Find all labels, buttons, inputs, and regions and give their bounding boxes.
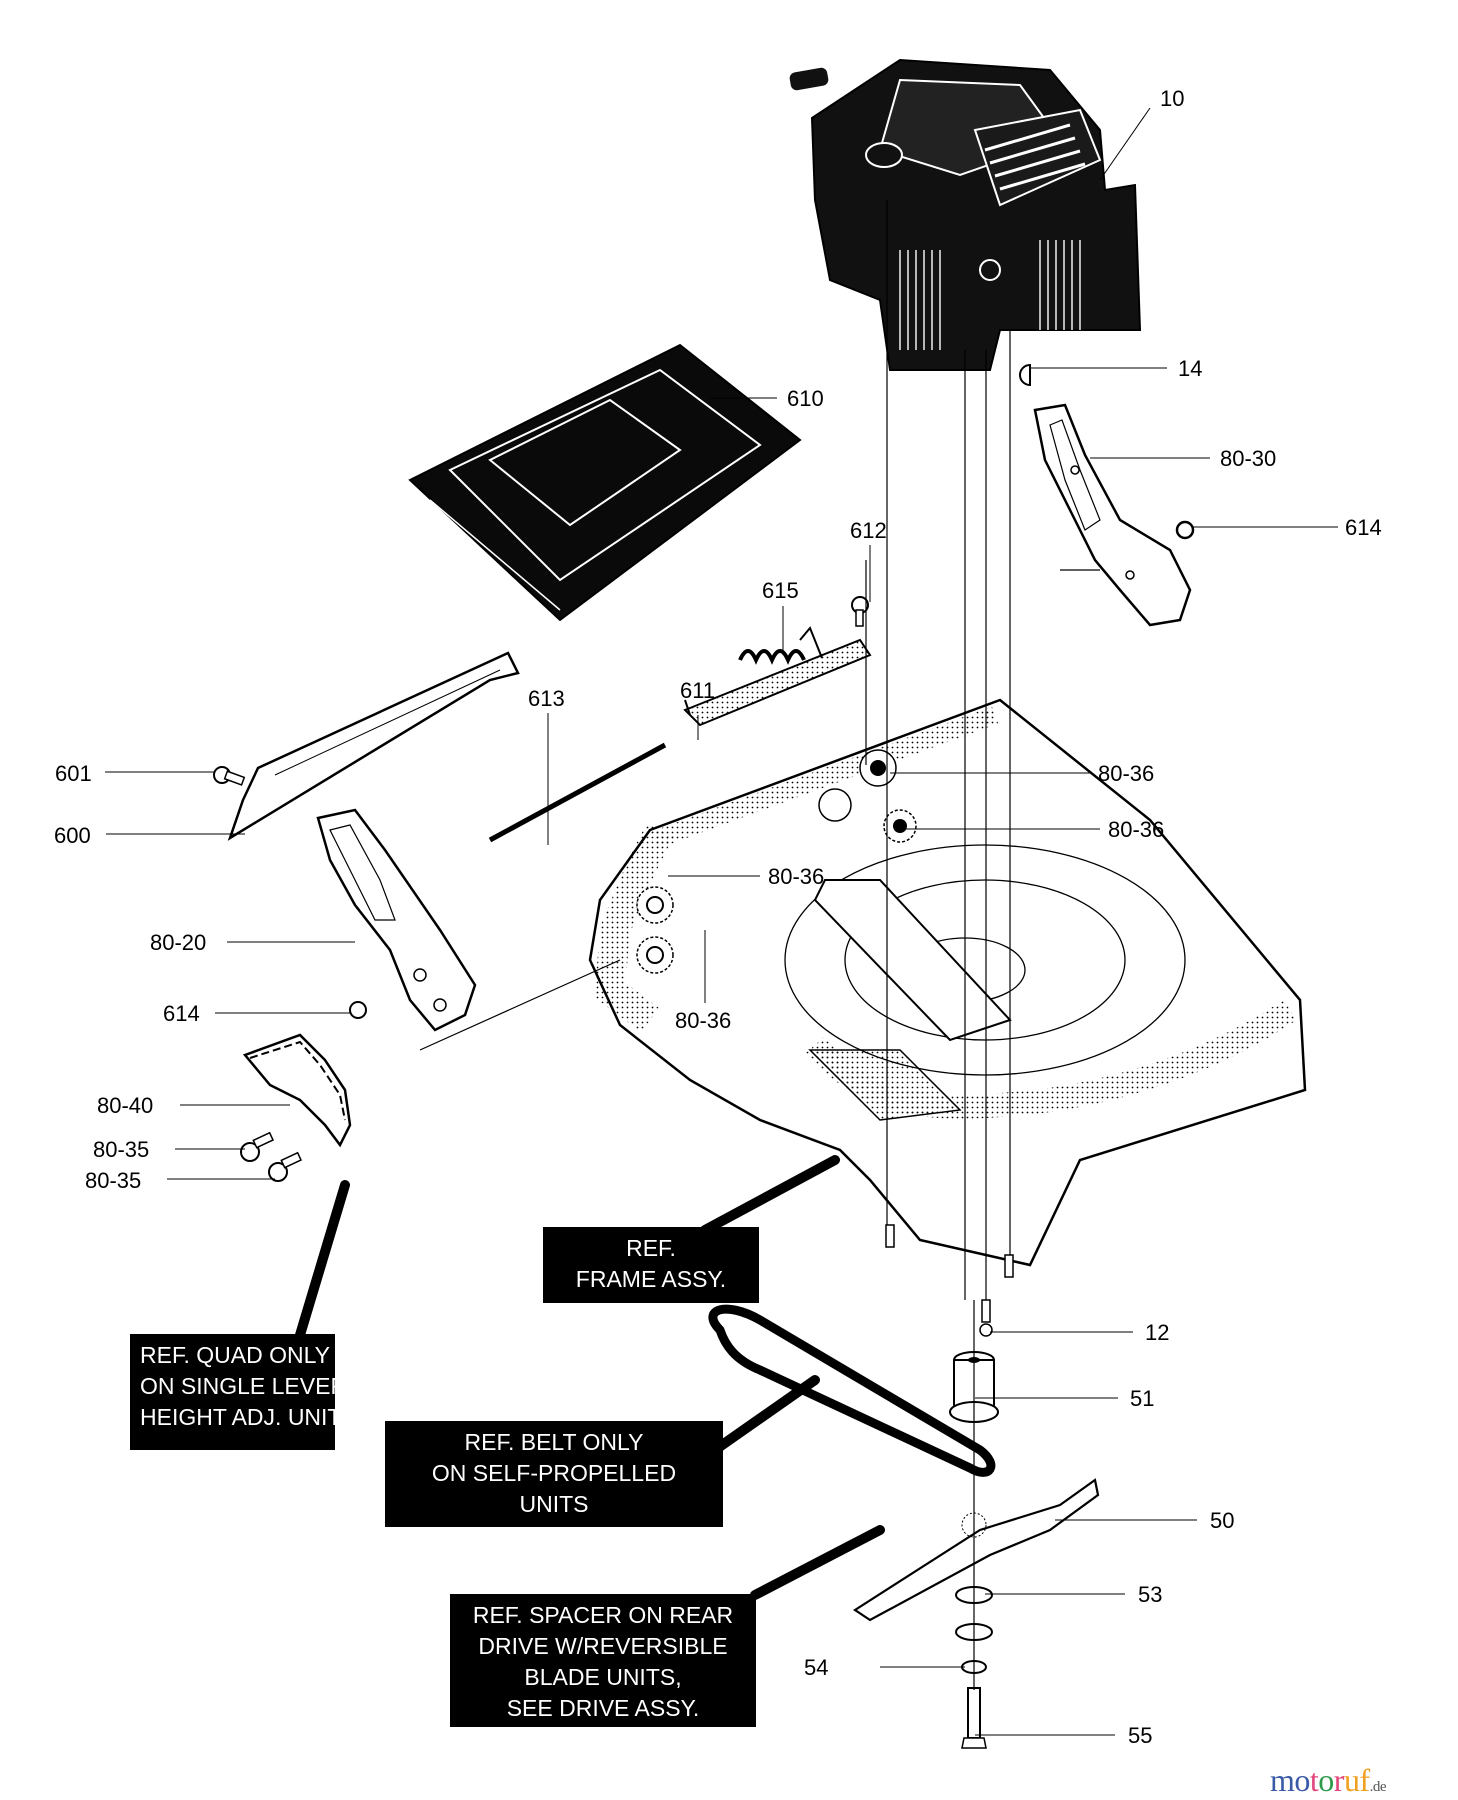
watermark-letter: u (1343, 1762, 1360, 1798)
callout-53: 53 (1138, 1582, 1163, 1607)
ref-frame-line-2: FRAME ASSY. (575, 1266, 727, 1292)
ref-spacer-line-1: REF. SPACER ON REAR (472, 1602, 734, 1628)
engine-part[interactable] (789, 58, 1142, 371)
watermark-tld: .de (1369, 1779, 1387, 1795)
ref-belt-line-3: UNITS (519, 1491, 589, 1517)
hardware-parts (213, 363, 1195, 1337)
callout-612: 612 (850, 518, 887, 543)
ref-quad-line-3: HEIGHT ADJ. UNITS (140, 1404, 357, 1430)
ref-frame-assy-box: REF. FRAME ASSY. (543, 1227, 759, 1303)
hinge-bracket-part[interactable] (683, 638, 872, 727)
watermark-letter: r (1333, 1762, 1345, 1798)
callout-600: 600 (54, 823, 91, 848)
watermark-letter: f (1359, 1762, 1370, 1798)
callout-80-35-a: 80-35 (93, 1137, 150, 1162)
watermark-logo: motoruf.de (1270, 1762, 1387, 1799)
callout-614-left: 614 (163, 1001, 200, 1026)
callout-80-36-d: 80-36 (675, 1008, 732, 1033)
ref-belt-box: REF. BELT ONLY ON SELF-PROPELLED UNITS (385, 1421, 723, 1527)
callout-610: 610 (787, 386, 824, 411)
callout-613: 613 (528, 686, 565, 711)
assembly-axis-lines (419, 200, 1100, 1690)
callout-615: 615 (762, 578, 799, 603)
ref-frame-line-1: REF. (626, 1235, 676, 1261)
callout-50: 50 (1210, 1508, 1235, 1533)
quad-part[interactable] (242, 1033, 352, 1148)
ref-quad-box: REF. QUAD ONLY ON SINGLE LEVER HEIGHT AD… (130, 1334, 357, 1450)
callout-12: 12 (1145, 1320, 1170, 1345)
callout-80-20: 80-20 (150, 930, 207, 955)
reference-pointers (295, 1155, 885, 1600)
watermark-letters: motoruf (1270, 1762, 1370, 1798)
callout-54: 54 (804, 1655, 829, 1680)
spring-part[interactable] (738, 626, 823, 665)
watermark-letter: m (1270, 1762, 1295, 1798)
callout-80-36-b: 80-36 (1108, 817, 1165, 842)
callout-80-36-c: 80-36 (768, 864, 825, 889)
watermark-letter: t (1309, 1762, 1319, 1798)
height-adjuster-right-part[interactable] (1033, 403, 1192, 627)
callout-614-right: 614 (1345, 515, 1382, 540)
ref-belt-line-1: REF. BELT ONLY (464, 1429, 644, 1455)
callout-601: 601 (55, 761, 92, 786)
ref-quad-line-2: ON SINGLE LEVER (140, 1373, 348, 1399)
callout-10: 10 (1160, 86, 1185, 111)
deck-cover-part[interactable] (408, 343, 802, 622)
callout-611: 611 (680, 678, 716, 703)
mower-deck-part[interactable] (588, 698, 1307, 1267)
callout-14: 14 (1178, 356, 1203, 381)
callout-51: 51 (1130, 1386, 1155, 1411)
watermark-letter: o (1294, 1762, 1310, 1798)
ref-spacer-line-2: DRIVE W/REVERSIBLE (478, 1633, 728, 1659)
height-adjuster-left-part[interactable] (316, 808, 477, 1032)
ref-spacer-line-3: BLADE UNITS, (524, 1664, 682, 1690)
ref-belt-line-2: ON SELF-PROPELLED (431, 1460, 677, 1486)
callout-55: 55 (1128, 1723, 1153, 1748)
callout-80-30: 80-30 (1220, 446, 1277, 471)
ref-quad-line-1: REF. QUAD ONLY (140, 1342, 330, 1368)
belt-part[interactable] (708, 1304, 996, 1477)
callout-leaders (105, 107, 1338, 1736)
ref-spacer-box: REF. SPACER ON REAR DRIVE W/REVERSIBLE B… (450, 1594, 756, 1727)
deflector-part[interactable] (227, 651, 520, 841)
rod-part[interactable] (488, 742, 667, 843)
watermark-letter: o (1318, 1762, 1334, 1798)
callout-80-36-a: 80-36 (1098, 761, 1155, 786)
callout-80-35-b: 80-35 (85, 1168, 142, 1193)
callout-80-40: 80-40 (97, 1093, 154, 1118)
ref-spacer-line-4: SEE DRIVE ASSY. (506, 1695, 700, 1721)
